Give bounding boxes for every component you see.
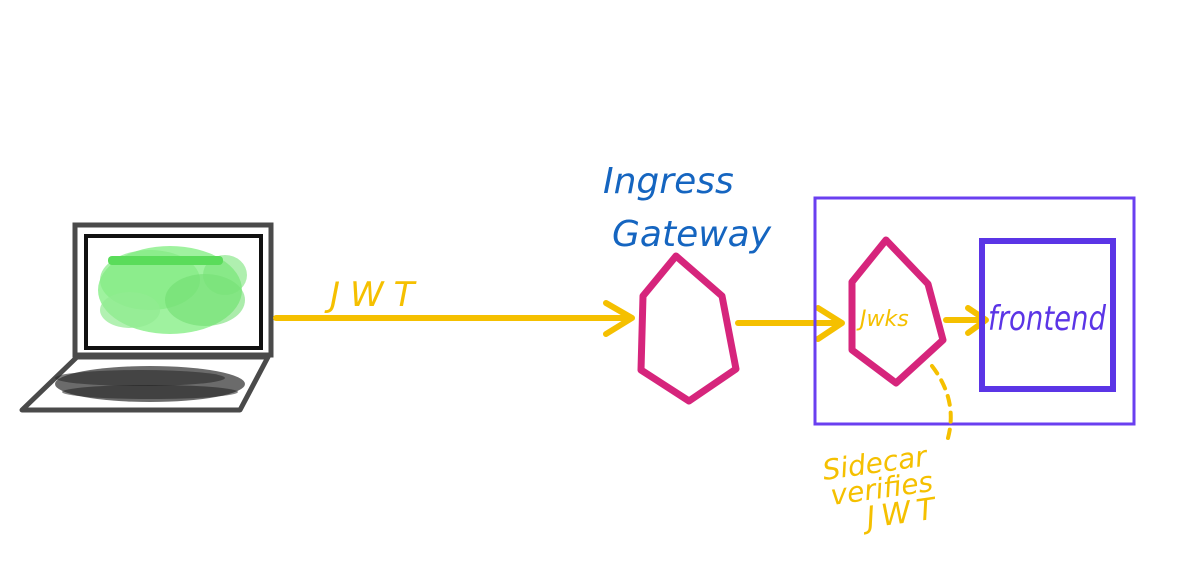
frontend-service-box [979,238,1116,392]
laptop-keyboard-scribble [55,366,245,402]
note-connector-dashed [930,364,953,440]
gateway-to-sidecar-arrow [735,305,845,342]
jwt-arrow [273,300,635,337]
pod-boundary [813,196,1136,426]
jwt-arrow-label: JWT [324,275,424,315]
frontend-service-label: frontend [988,299,1106,339]
sidecar-to-frontend-arrow [943,305,989,336]
hexagon-gateway-icon [637,252,740,405]
hexagon-sidecar-icon [848,236,947,387]
sidecar-label: Jwks [856,307,909,332]
gateway-label-line2: Gateway [612,214,772,255]
laptop-screen-scribble [98,246,247,334]
laptop-icon [19,222,274,413]
gateway-label-line1: Ingress [603,161,734,202]
